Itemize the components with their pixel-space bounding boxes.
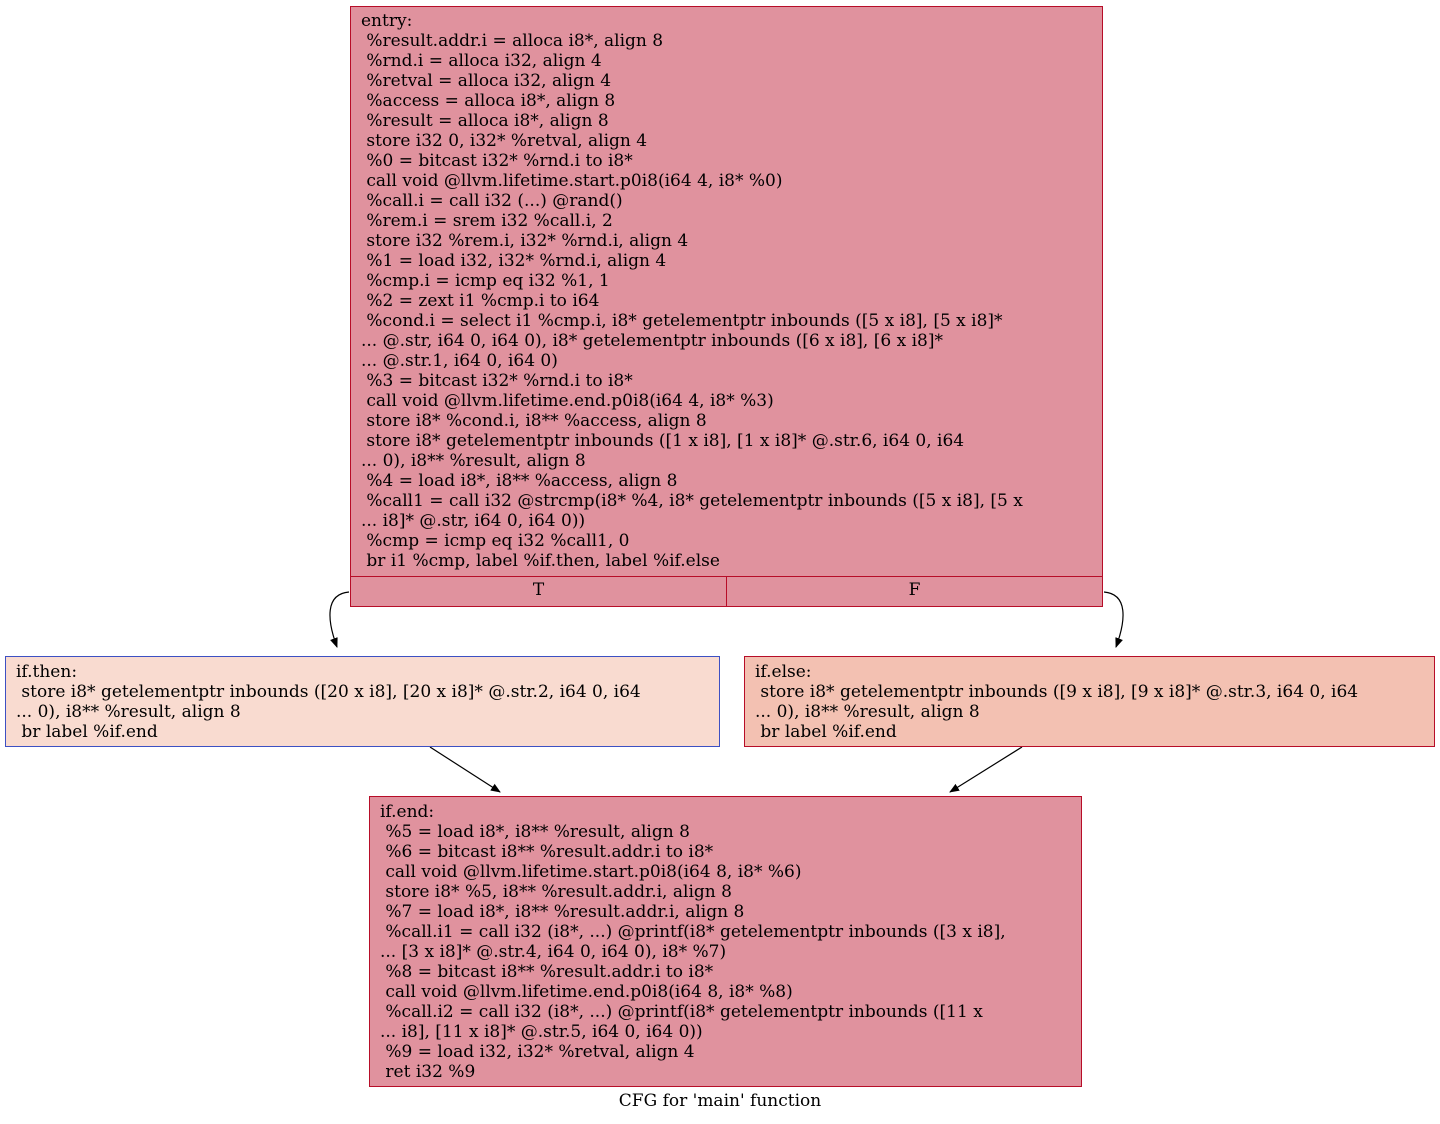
- entry-block[interactable]: entry: %result.addr.i = alloca i8*, alig…: [350, 6, 1103, 607]
- if-end-block[interactable]: if.end: %5 = load i8*, i8** %result, ali…: [369, 796, 1082, 1087]
- if-then-block[interactable]: if.then: store i8* getelementptr inbound…: [5, 656, 720, 747]
- port-false: F: [726, 577, 1102, 606]
- if-end-block-code: if.end: %5 = load i8*, i8** %result, ali…: [380, 802, 1006, 1082]
- entry-branch-ports: T F: [351, 576, 1102, 606]
- edge-if-else-to-if-end: [949, 746, 1023, 793]
- if-else-block[interactable]: if.else: store i8* getelementptr inbound…: [744, 656, 1435, 747]
- edge-entry-true-to-if-then: [329, 591, 350, 648]
- port-true: T: [532, 580, 545, 600]
- if-then-block-code: if.then: store i8* getelementptr inbound…: [16, 662, 641, 742]
- graph-caption: CFG for 'main' function: [618, 1091, 822, 1111]
- edge-if-then-to-if-end: [429, 746, 501, 793]
- entry-block-code: entry: %result.addr.i = alloca i8*, alig…: [361, 11, 1023, 571]
- edge-entry-false-to-if-else: [1103, 591, 1124, 648]
- if-else-block-code: if.else: store i8* getelementptr inbound…: [755, 662, 1359, 742]
